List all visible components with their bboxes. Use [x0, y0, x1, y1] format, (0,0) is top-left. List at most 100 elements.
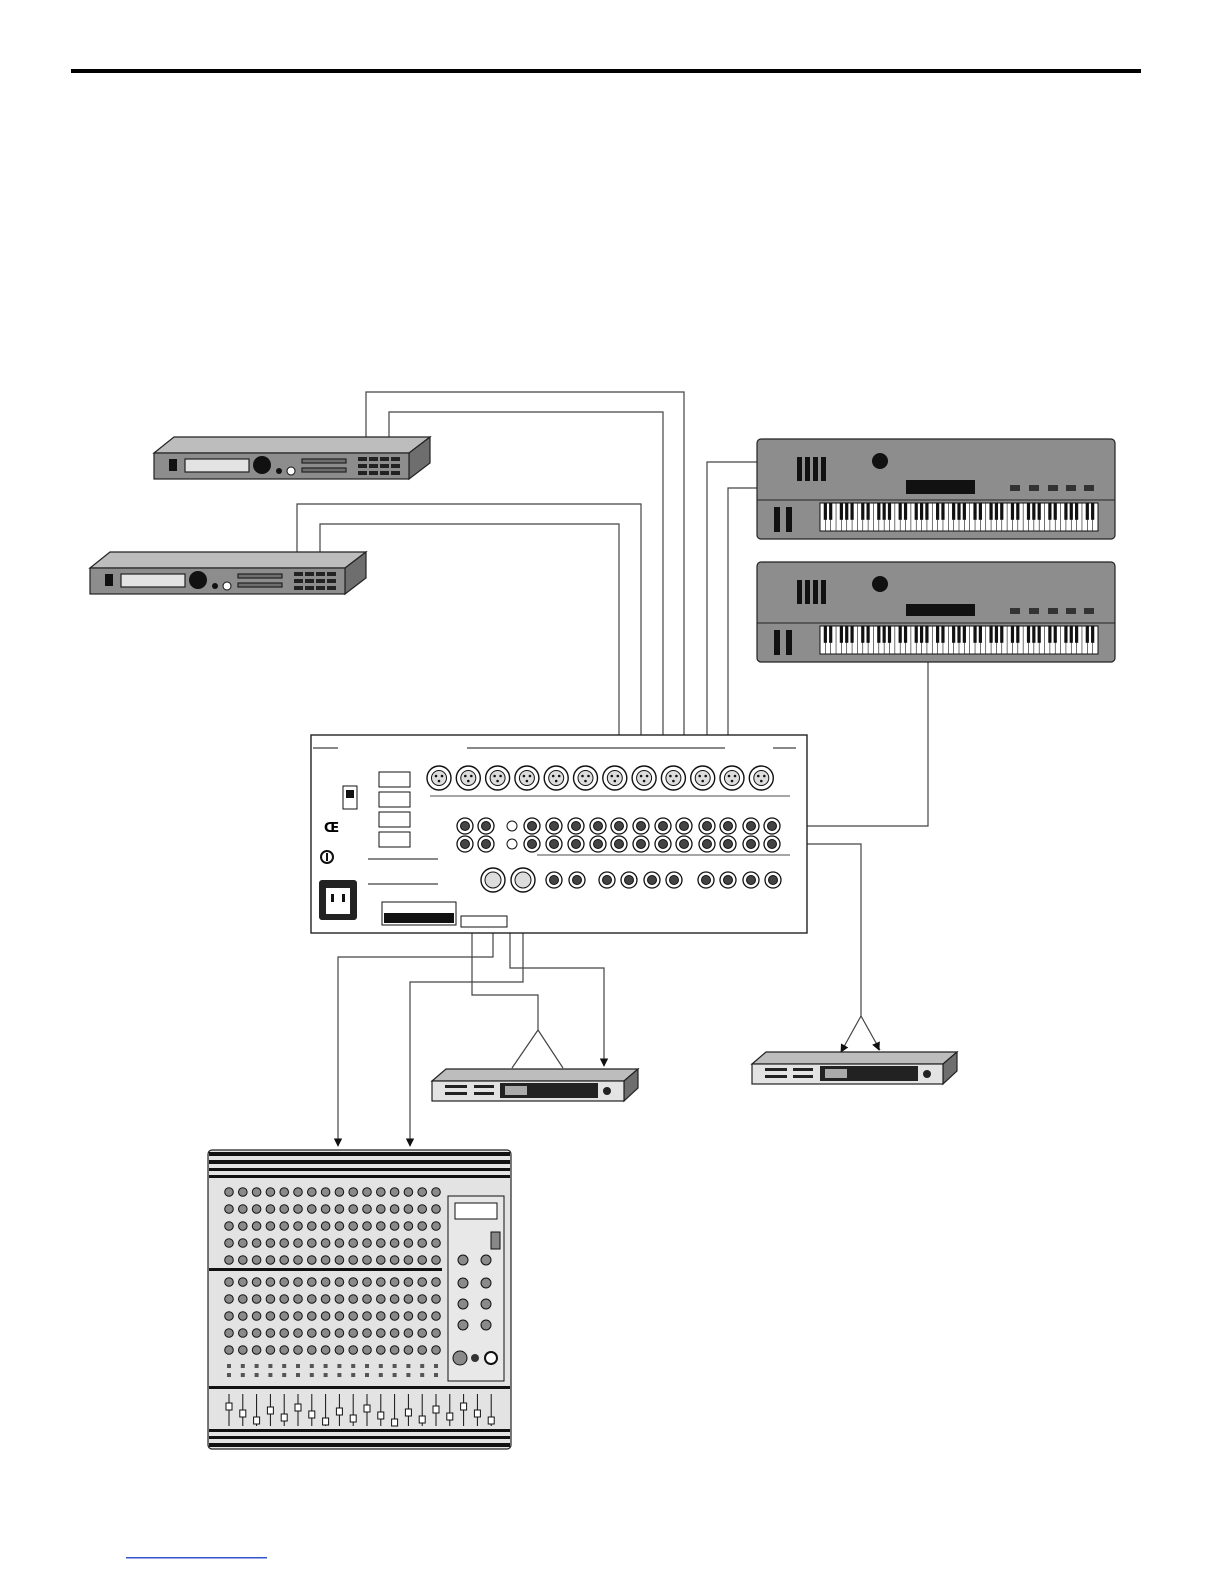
- cable-fx2-split-a: [841, 1016, 861, 1052]
- channel-knob: [225, 1205, 234, 1214]
- channel-knob: [294, 1295, 303, 1304]
- console-fader: [350, 1415, 356, 1422]
- channel-knob: [418, 1188, 427, 1197]
- channel-knob: [418, 1205, 427, 1214]
- channel-knob: [349, 1295, 358, 1304]
- synthesizer-1: [757, 439, 1115, 539]
- channel-knob: [349, 1278, 358, 1287]
- channel-knob: [363, 1329, 372, 1338]
- channel-knob: [294, 1256, 303, 1265]
- channel-knob: [294, 1188, 303, 1197]
- channel-knob: [432, 1278, 441, 1287]
- channel-knob: [404, 1239, 413, 1248]
- channel-knob: [404, 1295, 413, 1304]
- channel-knob: [294, 1329, 303, 1338]
- channel-knob: [432, 1239, 441, 1248]
- channel-knob: [266, 1278, 275, 1287]
- channel-knob: [266, 1222, 275, 1231]
- channel-knob: [266, 1312, 275, 1321]
- channel-knob: [239, 1329, 248, 1338]
- channel-knob: [432, 1188, 441, 1197]
- channel-knob: [308, 1278, 317, 1287]
- channel-knob: [390, 1278, 399, 1287]
- channel-knob: [266, 1188, 275, 1197]
- channel-knob: [432, 1295, 441, 1304]
- channel-knob: [239, 1346, 248, 1355]
- line-mixer-rear-panel: Œ: [311, 735, 807, 933]
- channel-knob: [349, 1205, 358, 1214]
- channel-knob: [321, 1188, 330, 1197]
- channel-knob: [225, 1222, 234, 1231]
- console-fader: [405, 1409, 411, 1416]
- channel-knob: [377, 1312, 386, 1321]
- channel-knob: [321, 1312, 330, 1321]
- channel-knob: [390, 1346, 399, 1355]
- channel-knob: [225, 1188, 234, 1197]
- console-fader: [461, 1403, 467, 1410]
- header-rule: [71, 69, 1141, 73]
- channel-knob: [377, 1239, 386, 1248]
- console-fader: [254, 1417, 260, 1424]
- channel-knob: [294, 1278, 303, 1287]
- channel-knob: [266, 1239, 275, 1248]
- channel-knob: [225, 1256, 234, 1265]
- channel-knob: [363, 1346, 372, 1355]
- channel-knob: [321, 1295, 330, 1304]
- rack-module-1: [154, 437, 430, 479]
- channel-knob: [377, 1256, 386, 1265]
- channel-knob: [335, 1346, 344, 1355]
- channel-knob: [239, 1239, 248, 1248]
- channel-knob: [225, 1239, 234, 1248]
- console-fader: [267, 1407, 273, 1414]
- channel-knob: [225, 1329, 234, 1338]
- channel-knob: [335, 1239, 344, 1248]
- channel-knob: [363, 1188, 372, 1197]
- console-fader: [309, 1411, 315, 1418]
- channel-knob: [418, 1278, 427, 1287]
- channel-knob: [252, 1278, 261, 1287]
- channel-knob: [308, 1222, 317, 1231]
- channel-knob: [418, 1222, 427, 1231]
- channel-knob: [432, 1312, 441, 1321]
- channel-knob: [294, 1239, 303, 1248]
- channel-knob: [239, 1188, 248, 1197]
- channel-knob: [321, 1329, 330, 1338]
- console-fader: [447, 1413, 453, 1420]
- main-mixing-console: [208, 1150, 511, 1449]
- channel-knob: [308, 1295, 317, 1304]
- channel-knob: [390, 1205, 399, 1214]
- channel-knob: [418, 1256, 427, 1265]
- channel-knob: [377, 1205, 386, 1214]
- console-fader: [295, 1404, 301, 1411]
- channel-knob: [321, 1278, 330, 1287]
- console-fader: [323, 1418, 329, 1425]
- channel-knob: [266, 1295, 275, 1304]
- channel-knob: [252, 1188, 261, 1197]
- channel-knob: [377, 1346, 386, 1355]
- console-fader: [240, 1410, 246, 1417]
- channel-knob: [308, 1329, 317, 1338]
- rack-module-2: [90, 552, 366, 594]
- ce-mark-icon: Œ: [324, 821, 339, 836]
- channel-knob: [335, 1188, 344, 1197]
- channel-knob: [390, 1312, 399, 1321]
- channel-knob: [239, 1295, 248, 1304]
- channel-knob: [321, 1346, 330, 1355]
- channel-knob: [390, 1256, 399, 1265]
- channel-knob: [404, 1256, 413, 1265]
- channel-knob: [390, 1188, 399, 1197]
- console-fader: [281, 1414, 287, 1421]
- console-fader: [364, 1405, 370, 1412]
- channel-knob: [252, 1239, 261, 1248]
- channel-knob: [280, 1188, 289, 1197]
- console-fader: [474, 1410, 480, 1417]
- channel-knob: [363, 1239, 372, 1248]
- channel-knob: [390, 1222, 399, 1231]
- channel-knob: [321, 1222, 330, 1231]
- channel-knob: [404, 1346, 413, 1355]
- channel-knob: [377, 1295, 386, 1304]
- channel-knob: [280, 1278, 289, 1287]
- channel-knob: [418, 1346, 427, 1355]
- effects-processor-2: [752, 1052, 957, 1084]
